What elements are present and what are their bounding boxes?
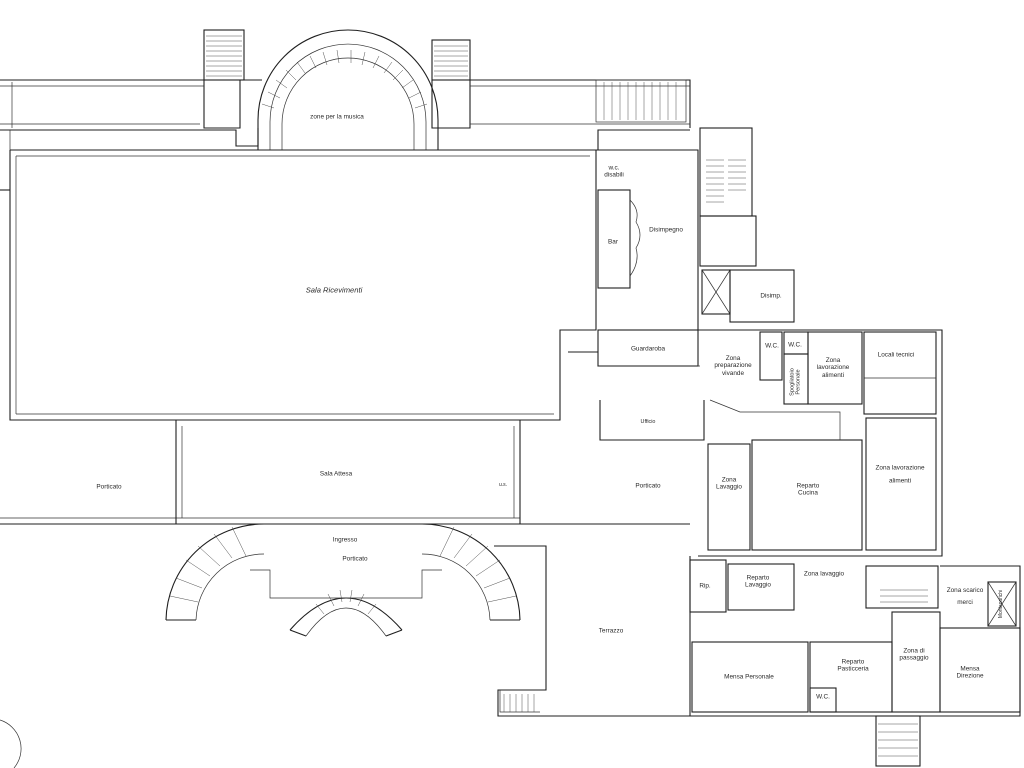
room-wc-2: W.C. bbox=[788, 341, 802, 349]
room-wc-disabili: w.c. disabili bbox=[604, 164, 624, 179]
room-reparto-lavaggio: Reparto Lavaggio bbox=[745, 574, 771, 589]
room-zona-preparazione: Zona preparazione vivande bbox=[714, 354, 752, 377]
room-montacarichi: Montacarichi bbox=[998, 589, 1005, 619]
porticato-walls bbox=[0, 420, 690, 525]
room-ingresso: Ingresso bbox=[332, 536, 358, 544]
room-porticato-right: Porticato bbox=[635, 482, 661, 490]
compass-arc bbox=[0, 719, 22, 768]
lower-service-walls bbox=[689, 556, 1021, 767]
room-mensa-direzione: Mensa Direzione bbox=[956, 665, 984, 680]
room-us: u.s. bbox=[498, 482, 508, 489]
service-block-walls bbox=[568, 149, 705, 441]
stair-tower bbox=[699, 127, 795, 323]
room-reparto-pasticceria: Reparto Pasticceria bbox=[837, 658, 869, 673]
terrazzo-walls bbox=[494, 545, 690, 717]
kitchen-walls bbox=[698, 329, 943, 557]
room-disimpegno: Disimpegno bbox=[649, 226, 683, 234]
room-locali-tecnici: Locali tecnici bbox=[877, 351, 915, 359]
sala-ricevimenti-walls bbox=[0, 149, 597, 421]
entrance-stairs bbox=[165, 523, 521, 637]
room-guardaroba: Guardaroba bbox=[630, 345, 666, 353]
room-reparto-cucina: Reparto Cucina bbox=[796, 482, 820, 497]
room-zona-lavaggio-2: Zona lavaggio bbox=[803, 570, 845, 578]
room-sala-ricevimenti: Sala Ricevimenti bbox=[305, 285, 363, 295]
room-ufficio: Ufficio bbox=[640, 418, 656, 425]
room-mensa-personale: Mensa Personale bbox=[724, 673, 774, 681]
music-arch bbox=[257, 29, 439, 150]
room-bar: Bar bbox=[608, 238, 618, 246]
room-zona-passaggio: Zona di passaggio bbox=[899, 647, 929, 662]
room-zona-lavorazione-alimenti-2: Zona lavorazione alimenti bbox=[875, 464, 925, 485]
room-zona-musica: zone per la musica bbox=[310, 113, 364, 121]
room-spogliatoio: Spogliatoio Personale bbox=[789, 368, 802, 396]
room-rip: Rip. bbox=[699, 582, 711, 590]
room-sala-attesa: Sala Attesa bbox=[319, 470, 353, 478]
room-terrazzo: Terrazzo bbox=[598, 627, 624, 635]
room-porticato-center: Porticato bbox=[342, 555, 368, 563]
room-disimp: Disimp. bbox=[760, 292, 782, 300]
room-zona-scarico: Zona scarico merci bbox=[946, 586, 984, 606]
room-zona-lavaggio: Zona Lavaggio bbox=[716, 476, 742, 491]
top-stairs bbox=[203, 29, 687, 123]
room-wc-1: W.C. bbox=[765, 342, 779, 350]
room-zona-lavorazione-alimenti-1: Zona lavorazione alimenti bbox=[816, 356, 850, 379]
room-wc-3: W.C. bbox=[816, 693, 830, 701]
room-porticato-left: Porticato bbox=[96, 483, 122, 491]
